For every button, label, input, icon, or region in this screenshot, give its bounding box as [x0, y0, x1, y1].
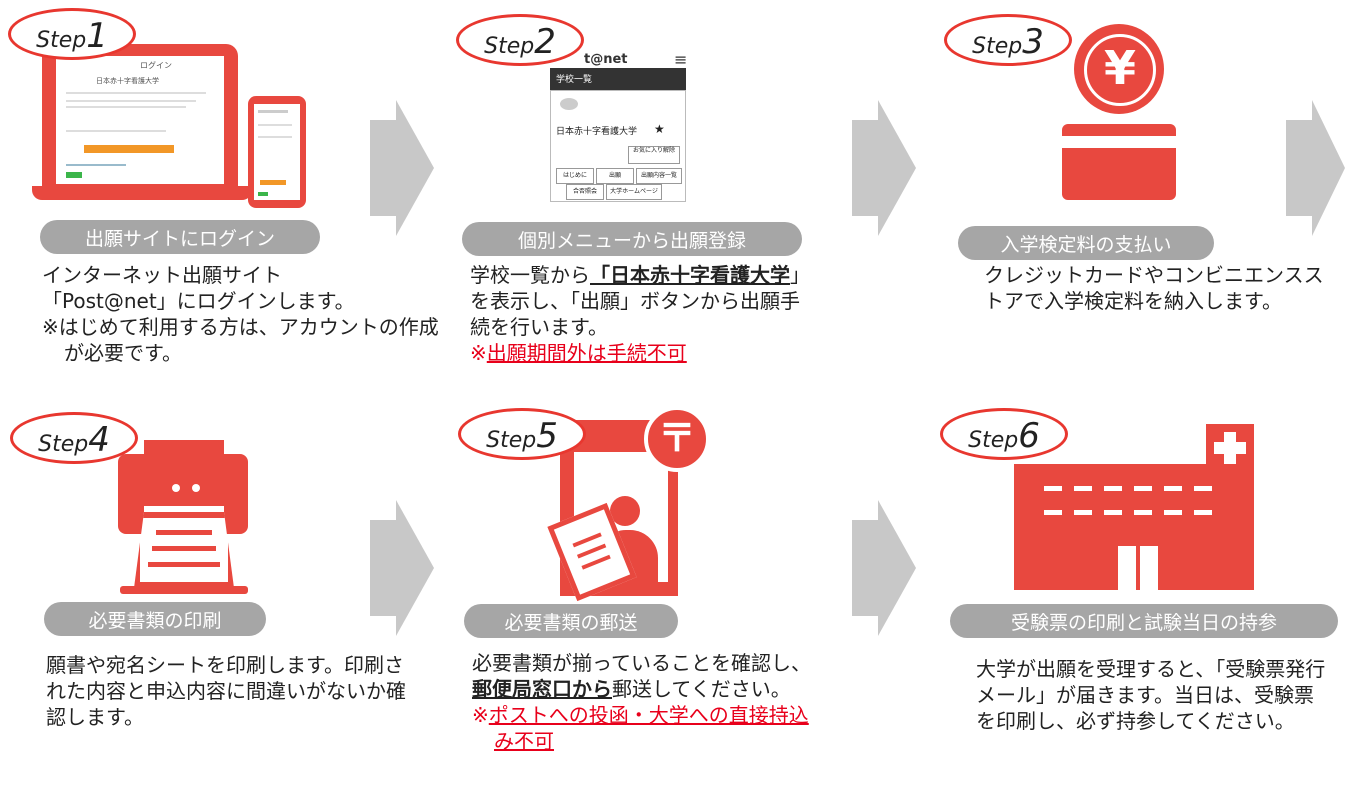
step-5-title: 必要書類の郵送 [464, 604, 678, 638]
step-2-description: 学校一覧から「日本赤十字看護大学」を表示し、「出願」ボタンから出願手続を行います… [470, 263, 810, 365]
person-icon [610, 496, 640, 526]
step-3-title: 入学検定料の支払い [958, 226, 1214, 260]
menu-icon: ≡ [674, 50, 688, 69]
step-4-description: 願書や宛名シートを印刷します。印刷された内容と申込内容に間違いがないか確認します… [46, 653, 406, 729]
step-6-description: 大学が出願を受理すると、「受験票発行メール」が届きます。当日は、受験票を印刷し、… [976, 657, 1326, 733]
star-icon: ★ [654, 122, 665, 136]
step-4-title: 必要書類の印刷 [44, 602, 266, 636]
post-mark-icon [644, 406, 710, 472]
univ-logo [560, 98, 578, 110]
step-5-description: 必要書類が揃っていることを確認し、郵便局窓口から郵送してください。 ※ポストへの… [472, 651, 811, 753]
step-3-description: クレジットカードやコンビニエンスストアで入学検定料を納入します。 [984, 263, 1324, 313]
step-6-title: 受験票の印刷と試験当日の持参 [950, 604, 1338, 638]
step-1-title: 出願サイトにログイン [40, 220, 320, 254]
step-2-title: 個別メニューから出願登録 [462, 222, 802, 256]
login-button-mock [84, 145, 174, 153]
step-1-description: インターネット出願サイト 「Post@net」にログインします。 ※はじめて利用… [42, 263, 439, 365]
